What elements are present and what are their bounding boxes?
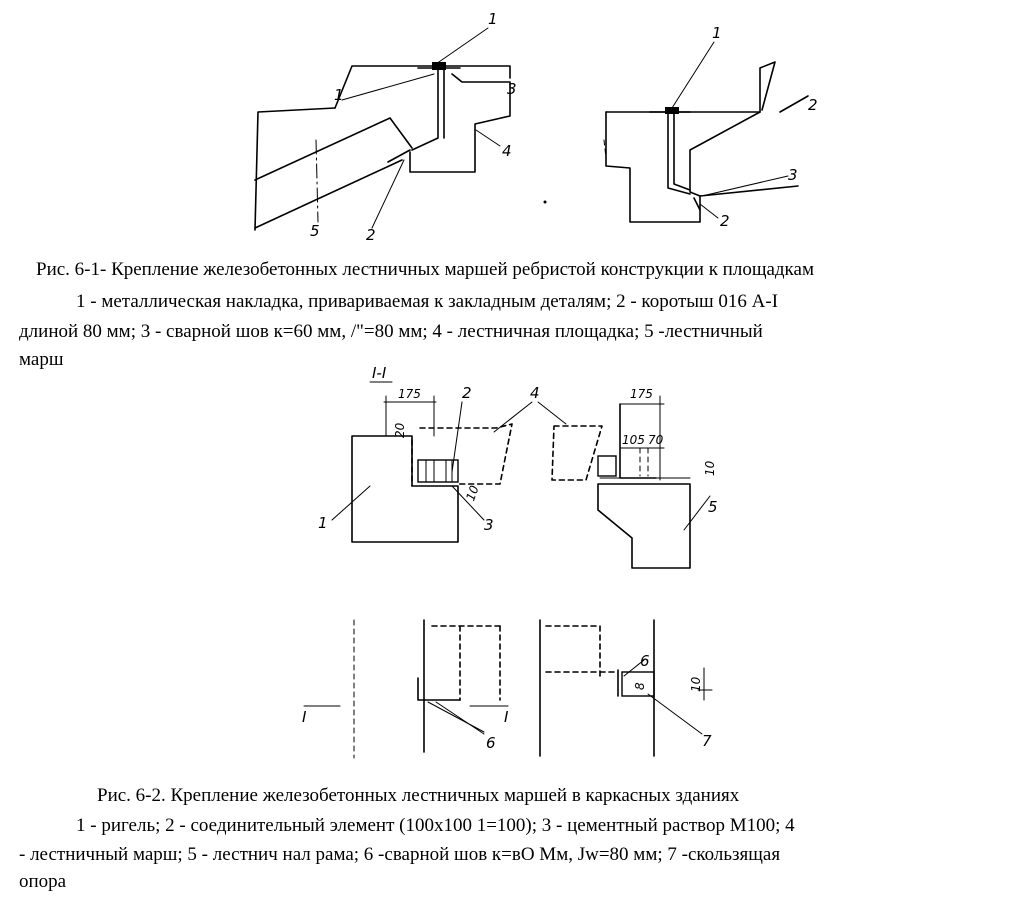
fig2-label-7: 7 [702,732,712,750]
fig2-label-6a: 6 [486,734,496,752]
fig1-caption-title: Рис. 6-1- Крепление железобетонных лестн… [36,259,814,280]
fig2-label-1: 1 [318,514,328,532]
fig2-dim-10b: 10 [703,460,717,476]
fig1-left-label-1-side: 1 [334,86,344,104]
fig2-plan-drawing: I I 6 8 6 7 10 [302,619,713,759]
fig1-left-label-1-top: 1 [488,10,498,28]
fig2-dim-10c: 10 [689,676,703,692]
fig2-caption-line1: 1 - ригель; 2 - соединительный элемент (… [76,815,795,836]
fig2-dim-10a: 10 [463,483,482,502]
fig1-caption-line1: 1 - металлическая накладка, привариваема… [76,291,779,312]
fig2-caption-line3: опора [19,871,67,892]
fig1-right-label-3: 3 [788,166,798,184]
fig1-left-label-4: 4 [502,142,512,160]
fig2-label-3: 3 [484,516,494,534]
fig2-cut-left: I [302,708,307,726]
fig2-label-8: 8 [633,682,647,690]
fig2-label-6b: 6 [640,652,650,670]
fig1-left-label-5: 5 [310,222,320,240]
fig2-label-2: 2 [462,384,472,402]
fig1-right-label-edge: 2 [808,96,818,114]
fig2-section-label: I-I [372,364,387,382]
fig2-label-5: 5 [708,498,718,516]
fig1-left-label-2: 2 [366,226,376,244]
fig2-cut-right: I [504,708,509,726]
fig1-left-label-3: 3 [507,80,517,98]
fig1-right-drawing: 1 2 3 2 [543,24,818,230]
fig2-dim-70: 70 [648,433,664,447]
fig1-right-label-1: 1 [712,24,722,42]
fig2-label-4: 4 [530,384,540,402]
fig2-caption-line2: - лестничный марш; 5 - лестнич нал рама;… [19,844,781,865]
fig2-caption-title: Рис. 6-2. Крепление железобетонных лестн… [97,785,740,806]
left-plate-weld [432,62,446,70]
right-plate-weld [665,107,679,114]
fig1-left-drawing: 1 1 2 3 4 5 [254,10,517,244]
fig1-right-label-2: 2 [720,212,730,230]
fig2-dim-20: 20 [393,422,407,438]
fig2-dim-left-175: 175 [398,387,421,401]
fig1-caption-line3: марш [19,349,64,370]
fig2-section-drawing: I-I 175 20 2 10 3 1 4 175 105 7 [318,364,718,569]
fig2-dim-right-175: 175 [630,387,653,401]
fig1-caption-line2: длиной 80 мм; 3 - сварной шов к=60 мм, /… [19,321,763,342]
fig2-dim-105: 105 [622,433,645,447]
